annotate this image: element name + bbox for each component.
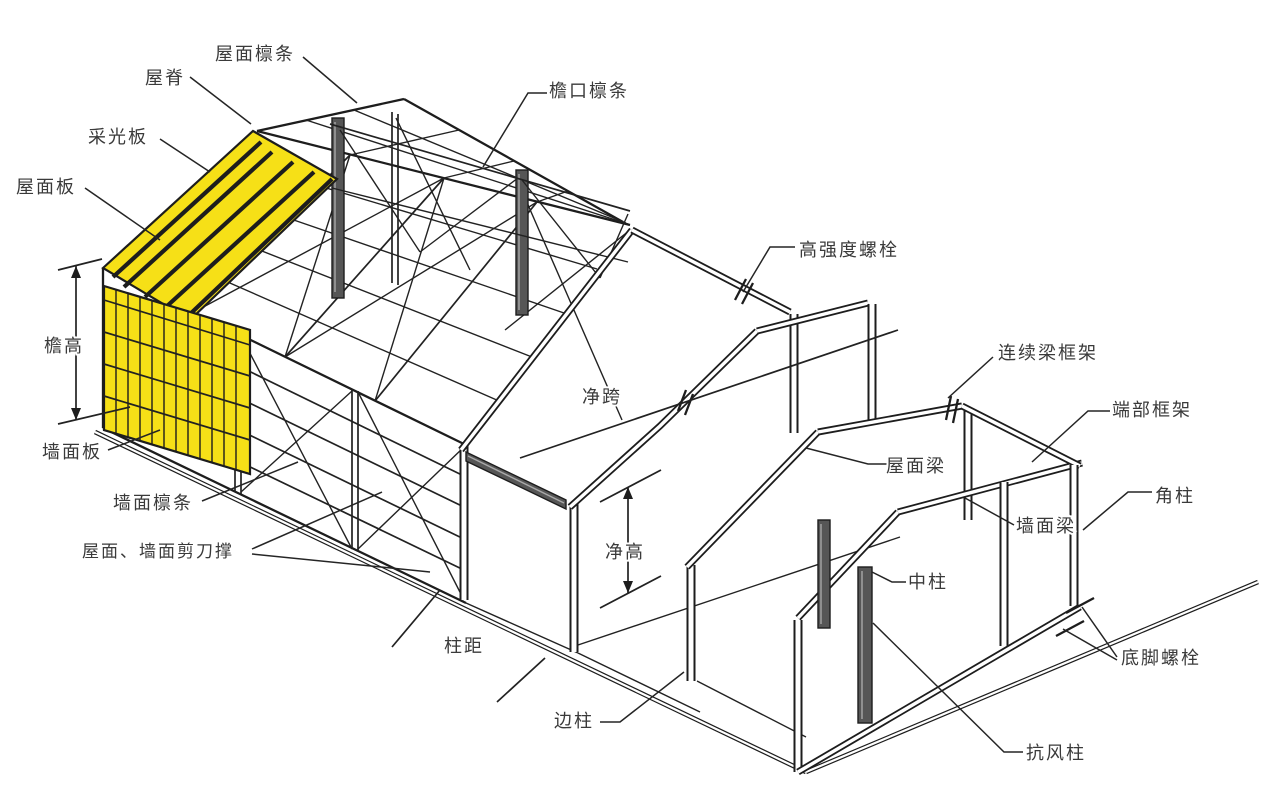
bolted-splice-connection: [733, 278, 755, 305]
wind-column-member-2: [817, 519, 831, 629]
roof-bracing: [193, 154, 631, 421]
label-wind-column: 抗风柱: [1026, 743, 1086, 764]
leader-lines: [84, 56, 1152, 753]
portal-frame-3: [684, 395, 973, 681]
label-corner-column: 角柱: [1155, 486, 1195, 507]
dimension-clear-span: [519, 329, 899, 459]
wall-cladding-panel: [102, 284, 252, 476]
roof-cladding-panel: [101, 129, 339, 322]
label-column-spacing: 柱距: [444, 636, 484, 657]
label-clear-span: 净跨: [582, 387, 622, 408]
label-anchor-bolt: 底脚螺栓: [1121, 648, 1201, 669]
label-clear-height: 净高: [605, 542, 645, 563]
label-eave-height: 檐高: [44, 336, 84, 357]
label-edge-column: 边柱: [554, 711, 594, 732]
label-roof-purlin: 屋面檩条: [215, 44, 295, 65]
wind-column-member: [857, 566, 873, 724]
label-eave-purlin: 檐口檩条: [549, 81, 629, 102]
label-shear-bracing: 屋面、墙面剪刀撑: [82, 542, 234, 562]
labels: 屋面檩条 屋脊 采光板 屋面板 檐高 墙面板 墙面檩条 屋面、墙面剪刀撑 檐口檩…: [14, 42, 1201, 766]
label-wall-panel: 墙面板: [42, 442, 102, 463]
label-wall-purlin: 墙面檩条: [113, 493, 193, 514]
label-end-frame: 端部框架: [1112, 400, 1192, 421]
label-continuous-beam-frame: 连续梁框架: [998, 343, 1098, 364]
label-wall-beam: 墙面梁: [1016, 516, 1076, 537]
label-skylight-panel: 采光板: [88, 127, 148, 148]
label-roof-panel: 屋面板: [16, 177, 76, 198]
eave-strut: [465, 450, 567, 511]
portal-frame-1: [458, 226, 799, 600]
label-ridge: 屋脊: [145, 68, 185, 89]
ground-edges: [94, 429, 1259, 775]
label-roof-beam: 屋面梁: [886, 456, 946, 477]
label-center-column: 中柱: [908, 572, 948, 593]
dimension-eave-height: [57, 258, 131, 425]
anchor-base-plates: [1055, 596, 1095, 638]
ridge-bracing-posts: [329, 112, 631, 316]
portal-frame-2: [567, 299, 877, 652]
dimension-column-spacing: [391, 589, 546, 703]
dimension-clear-height: [599, 469, 662, 609]
end-frame: [793, 402, 1095, 776]
label-high-strength-bolt: 高强度螺栓: [799, 240, 899, 261]
